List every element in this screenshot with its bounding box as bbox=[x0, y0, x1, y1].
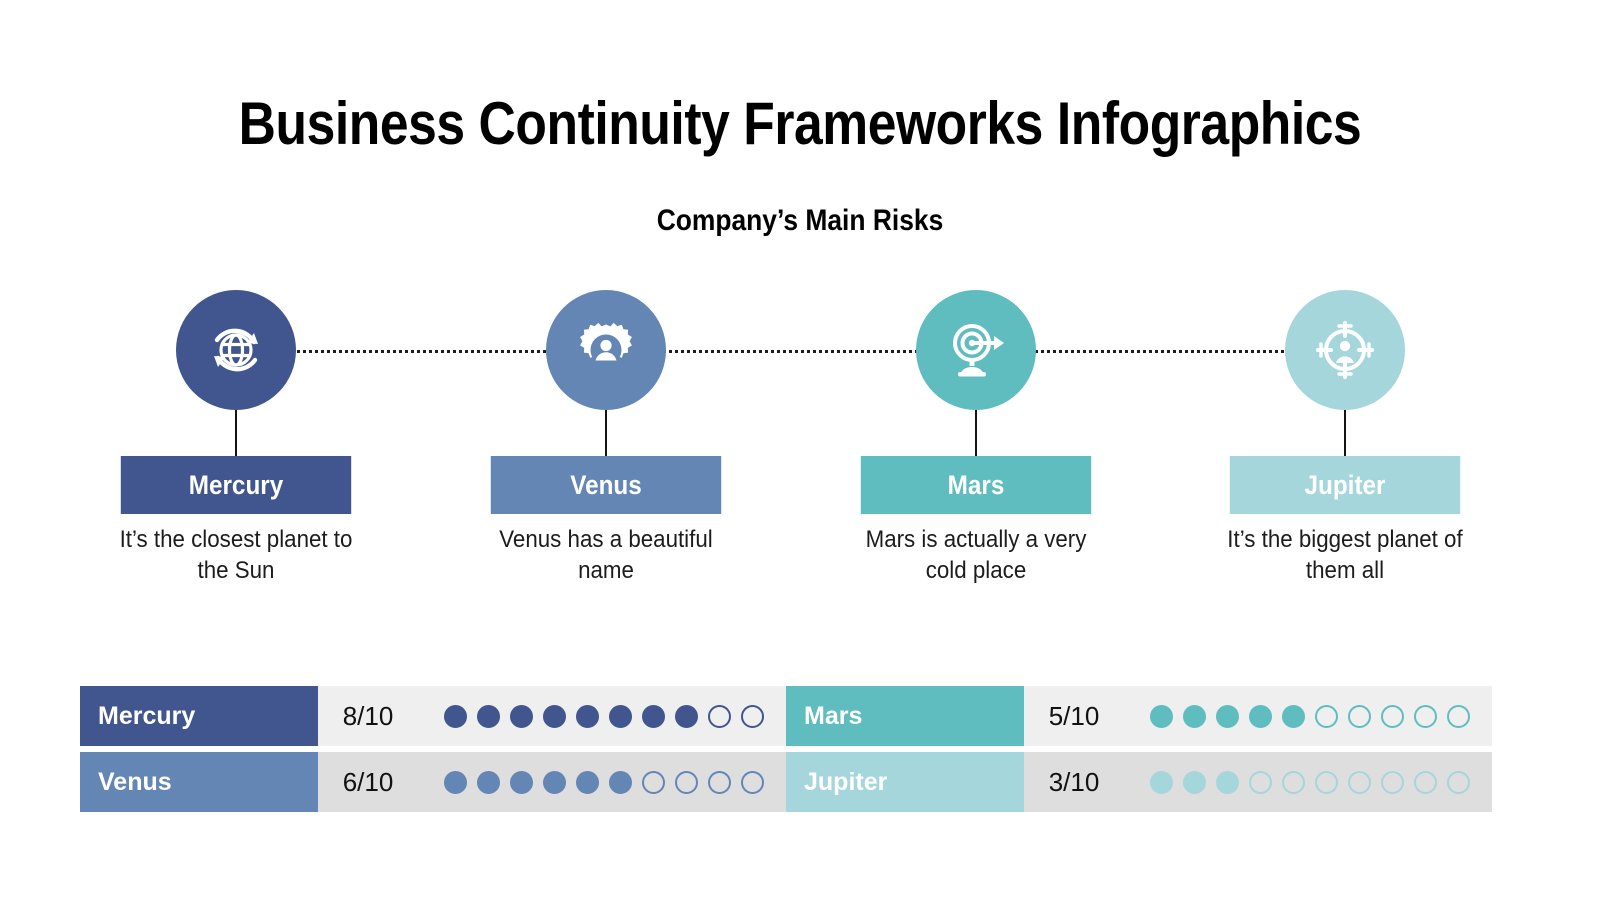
rating-dot-filled bbox=[576, 770, 599, 794]
rating-dot-filled bbox=[675, 704, 698, 728]
rating-dot-filled bbox=[543, 770, 566, 794]
rating-score-jupiter: 3/10 bbox=[1024, 752, 1124, 812]
rating-name-venus: Venus bbox=[80, 752, 318, 812]
rating-dot-empty bbox=[675, 770, 698, 794]
rating-dot-empty bbox=[1381, 770, 1404, 794]
step-stem-mars bbox=[975, 410, 977, 456]
rating-dot-filled bbox=[1249, 704, 1272, 728]
page-subtitle: Company’s Main Risks bbox=[656, 204, 944, 237]
rating-dot-empty bbox=[708, 770, 731, 794]
rating-dot-filled bbox=[1183, 704, 1206, 728]
rating-dots-mercury bbox=[418, 686, 786, 746]
step-description-jupiter: It’s the biggest planet of them all bbox=[1227, 526, 1463, 584]
rating-name-mars: Mars bbox=[786, 686, 1024, 746]
rating-dot-filled bbox=[1150, 770, 1173, 794]
timeline-step-mercury[interactable]: Mercury It’s the closest planet to the S… bbox=[108, 290, 364, 584]
rating-dots-jupiter bbox=[1124, 752, 1492, 812]
step-description-venus: Venus has a beautiful name bbox=[499, 526, 713, 584]
step-icon-circle-mercury[interactable] bbox=[176, 290, 296, 410]
step-name-jupiter: Jupiter bbox=[1229, 456, 1461, 514]
step-stem-mercury bbox=[235, 410, 237, 456]
rating-item-mercury[interactable]: Mercury 8/10 bbox=[80, 686, 786, 746]
rating-dot-filled bbox=[1183, 770, 1206, 794]
rating-dot-empty bbox=[741, 770, 764, 794]
rating-dot-filled bbox=[510, 770, 533, 794]
rating-dot-filled bbox=[1282, 704, 1305, 728]
rating-name-jupiter: Jupiter bbox=[786, 752, 1024, 812]
rating-dot-filled bbox=[1216, 704, 1239, 728]
globe-refresh-icon bbox=[204, 318, 268, 382]
rating-dot-filled bbox=[444, 704, 467, 728]
rating-dot-filled bbox=[1216, 770, 1239, 794]
step-name-mercury: Mercury bbox=[120, 456, 352, 514]
rating-dot-filled bbox=[444, 770, 467, 794]
rating-dot-empty bbox=[1348, 704, 1371, 728]
ratings-row-top: Mercury 8/10 Mars 5/10 bbox=[80, 686, 1492, 746]
rating-dot-empty bbox=[1315, 704, 1338, 728]
timeline-connector-line bbox=[236, 350, 1346, 353]
ratings-row-bottom: Venus 6/10 Jupiter 3/10 bbox=[80, 752, 1492, 812]
rating-dot-empty bbox=[642, 770, 665, 794]
rating-dot-filled bbox=[609, 770, 632, 794]
rating-dot-empty bbox=[1249, 770, 1272, 794]
rating-name-mercury: Mercury bbox=[80, 686, 318, 746]
rating-dot-filled bbox=[1150, 704, 1173, 728]
step-description-mars: Mars is actually a very cold place bbox=[865, 526, 1087, 584]
step-icon-circle-jupiter[interactable] bbox=[1285, 290, 1405, 410]
rating-dot-empty bbox=[708, 704, 731, 728]
rating-dot-filled bbox=[477, 704, 500, 728]
rating-dot-filled bbox=[576, 704, 599, 728]
step-icon-circle-mars[interactable] bbox=[916, 290, 1036, 410]
target-arrow-icon bbox=[944, 318, 1008, 382]
rating-dot-empty bbox=[741, 704, 764, 728]
rating-dot-empty bbox=[1447, 770, 1470, 794]
ratings-table: Mercury 8/10 Mars 5/10 Venus 6/10 Jupite… bbox=[80, 686, 1492, 812]
rating-score-venus: 6/10 bbox=[318, 752, 418, 812]
rating-dot-empty bbox=[1414, 770, 1437, 794]
crosshair-user-icon bbox=[1313, 318, 1377, 382]
rating-dot-empty bbox=[1414, 704, 1437, 728]
gear-user-icon bbox=[574, 318, 638, 382]
step-name-mars: Mars bbox=[860, 456, 1092, 514]
step-stem-jupiter bbox=[1344, 410, 1346, 456]
rating-dot-filled bbox=[510, 704, 533, 728]
step-description-mercury: It’s the closest planet to the Sun bbox=[119, 526, 353, 584]
rating-dots-mars bbox=[1124, 686, 1492, 746]
page-title: Business Continuity Frameworks Infograph… bbox=[238, 90, 1362, 157]
step-name-venus: Venus bbox=[490, 456, 722, 514]
step-icon-circle-venus[interactable] bbox=[546, 290, 666, 410]
step-stem-venus bbox=[605, 410, 607, 456]
rating-dot-empty bbox=[1447, 704, 1470, 728]
rating-dot-filled bbox=[543, 704, 566, 728]
rating-score-mars: 5/10 bbox=[1024, 686, 1124, 746]
rating-dot-filled bbox=[642, 704, 665, 728]
rating-dot-filled bbox=[609, 704, 632, 728]
rating-dot-empty bbox=[1282, 770, 1305, 794]
rating-dot-empty bbox=[1315, 770, 1338, 794]
rating-score-mercury: 8/10 bbox=[318, 686, 418, 746]
timeline-step-mars[interactable]: Mars Mars is actually a very cold place bbox=[848, 290, 1104, 584]
timeline-step-jupiter[interactable]: Jupiter It’s the biggest planet of them … bbox=[1217, 290, 1473, 584]
rating-dot-empty bbox=[1348, 770, 1371, 794]
rating-item-venus[interactable]: Venus 6/10 bbox=[80, 752, 786, 812]
timeline-step-venus[interactable]: Venus Venus has a beautiful name bbox=[478, 290, 734, 584]
rating-dot-empty bbox=[1381, 704, 1404, 728]
rating-dot-filled bbox=[477, 770, 500, 794]
rating-item-jupiter[interactable]: Jupiter 3/10 bbox=[786, 752, 1492, 812]
rating-dots-venus bbox=[418, 752, 786, 812]
rating-item-mars[interactable]: Mars 5/10 bbox=[786, 686, 1492, 746]
